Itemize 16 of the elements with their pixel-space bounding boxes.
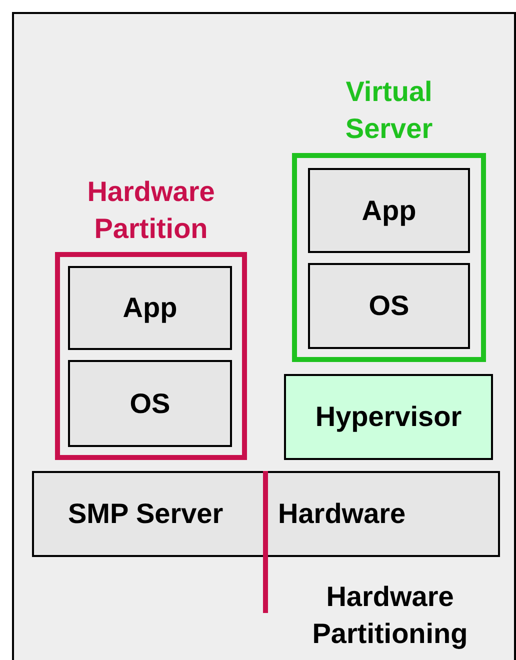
partition-label: Hardware Partitioning xyxy=(311,580,469,651)
layer-label: OS xyxy=(130,388,170,420)
layer-label: Hypervisor xyxy=(315,401,462,433)
os-layer xyxy=(68,360,232,447)
app-layer xyxy=(308,168,470,253)
layer-label: SMP Server xyxy=(68,498,224,530)
group-heading: Hardware Partition xyxy=(86,175,216,246)
group-heading: Virtual Server xyxy=(344,75,434,146)
layer-label: OS xyxy=(368,290,410,322)
layer-label: App xyxy=(362,194,416,226)
layer-label: Hardware xyxy=(278,498,406,530)
os-layer xyxy=(308,263,470,349)
layer-label: App xyxy=(122,292,178,324)
hardware-bar xyxy=(32,471,500,557)
hypervisor-layer xyxy=(284,374,493,460)
app-layer xyxy=(68,266,232,350)
